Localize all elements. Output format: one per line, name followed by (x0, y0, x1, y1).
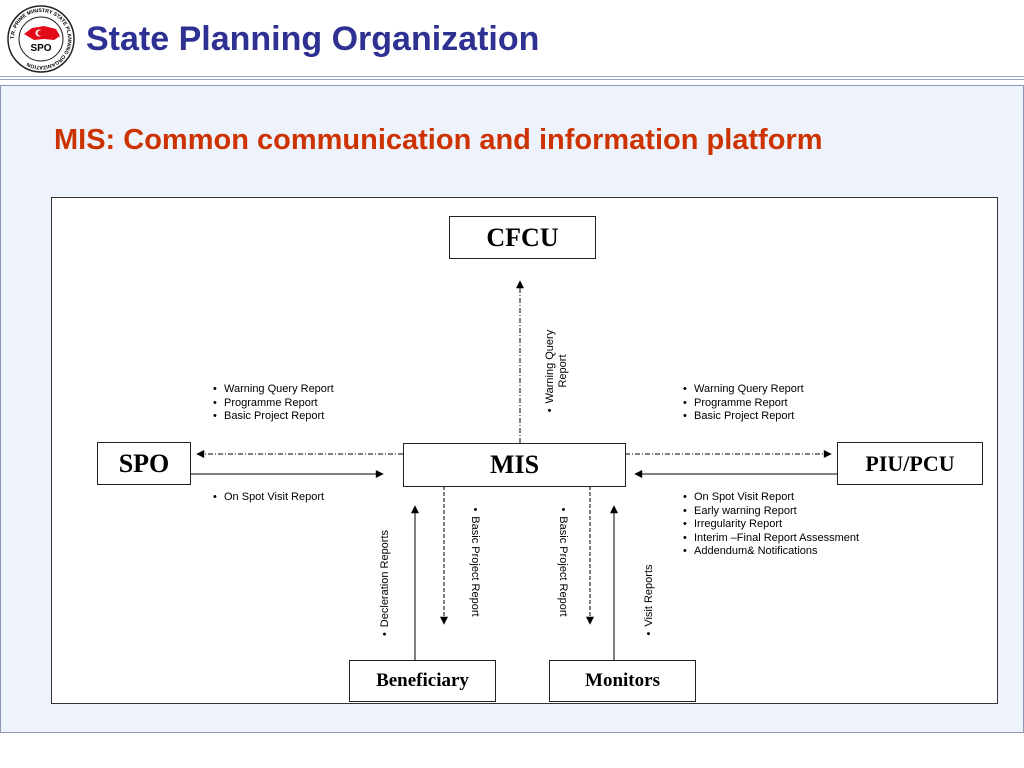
list-item: Programme Report (212, 397, 334, 411)
mis-node: MIS (403, 443, 626, 487)
list-item: Warning Query Report (682, 383, 804, 397)
list-item: Basic Project Report (682, 410, 804, 424)
header-title: State Planning Organization (86, 20, 540, 58)
header-bar: T.R. PRIME MINISTRY STATE PLANNING ORGAN… (0, 0, 1024, 80)
logo-center-text: SPO (30, 43, 51, 54)
list-item: Irregularity Report (682, 518, 859, 532)
beneficiary-node: Beneficiary (349, 660, 496, 702)
list-item: On Spot Visit Report (212, 491, 324, 505)
list-item: Programme Report (682, 397, 804, 411)
list-item: On Spot Visit Report (682, 491, 859, 505)
visit-reports-label: •Visit Reports (643, 564, 655, 636)
spo-upper-report-list: Warning Query Report Programme Report Ba… (212, 383, 334, 424)
cfcu-node: CFCU (449, 216, 596, 259)
list-item: Addendum& Notifications (682, 545, 859, 559)
piu-pcu-node: PIU/PCU (837, 442, 983, 485)
list-item: Basic Project Report (212, 410, 334, 424)
spo-node: SPO (97, 442, 191, 485)
piu-upper-report-list: Warning Query Report Programme Report Ba… (682, 383, 804, 424)
monitors-node: Monitors (549, 660, 696, 702)
header-divider-2 (0, 79, 1024, 80)
spo-logo-icon: T.R. PRIME MINISTRY STATE PLANNING ORGAN… (6, 4, 76, 74)
header-divider (0, 76, 1024, 77)
cfcu-label-line2: Report (557, 354, 569, 388)
spo-lower-report-list: On Spot Visit Report (212, 491, 324, 505)
cfcu-vertical-label: •Warning Query Report (544, 311, 578, 431)
cfcu-label-line1: Warning Query (544, 329, 556, 404)
slide-title: MIS: Common communication and informatio… (54, 124, 823, 156)
beneficiary-basic-project-label: •Basic Project Report (469, 507, 481, 617)
piu-lower-report-list: On Spot Visit Report Early warning Repor… (682, 491, 859, 559)
monitors-basic-project-label: •Basic Project Report (557, 507, 569, 617)
list-item: Warning Query Report (212, 383, 334, 397)
declaration-reports-label: •Decleration Reports (379, 529, 391, 637)
list-item: Early warning Report (682, 505, 859, 519)
list-item: Interim –Final Report Assessment (682, 532, 859, 546)
